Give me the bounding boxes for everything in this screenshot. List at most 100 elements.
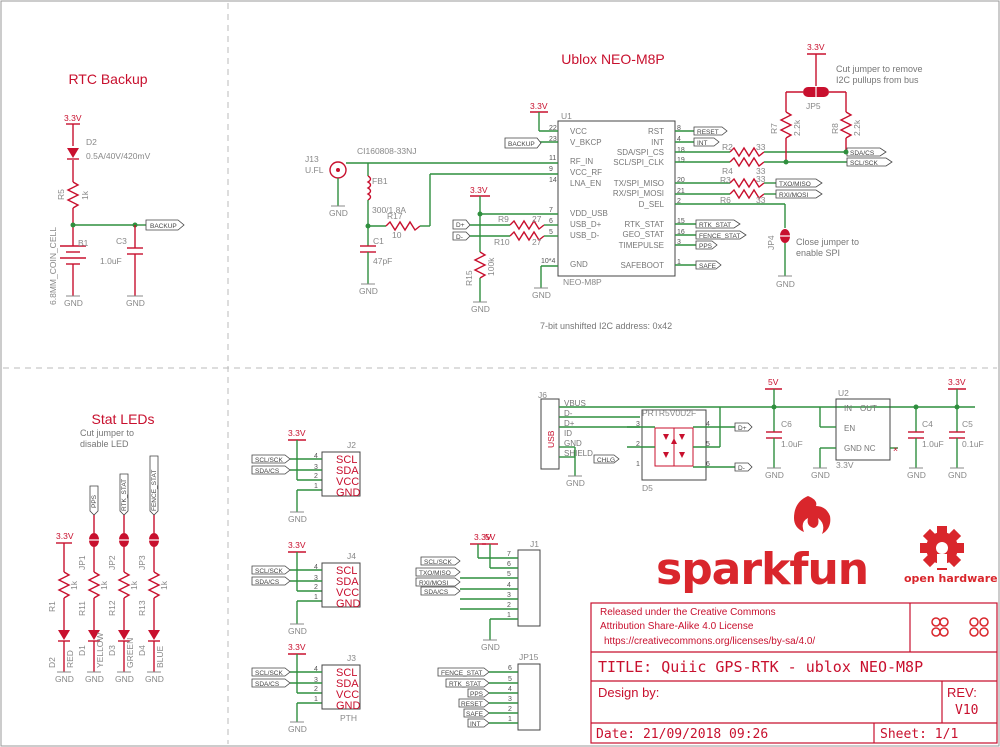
u1-pin-num: 18 — [677, 147, 685, 154]
j4-gnd: GND — [288, 626, 307, 636]
led-green-flag — [119, 473, 129, 516]
license-line-2: Attribution Share-Alike 4.0 License — [600, 621, 754, 632]
led-red-ref: D2 — [47, 657, 57, 668]
led-green-flag-label: RTK_STAT — [121, 479, 128, 511]
note-stat-cut-2: disable LED — [80, 439, 129, 449]
v5-label: 5V — [768, 377, 779, 387]
led-red-3v3: 3.3V — [56, 531, 74, 541]
j4-pin-num: 3 — [314, 575, 318, 582]
j4-pin-num: 2 — [314, 584, 318, 591]
open-hardware-gear-icon — [920, 526, 964, 570]
j3-footprint: PTH — [340, 713, 357, 723]
usb-pin-shield: SHIELD — [564, 449, 593, 458]
u1-pin-vccrf: VCC_RF — [570, 168, 602, 177]
u2-pin-in: IN — [844, 404, 852, 413]
jp15-ref: JP15 — [519, 652, 539, 662]
stat-leds-title: Stat LEDs — [91, 411, 154, 427]
led-green-ref: D3 — [107, 645, 117, 656]
ublox-title: Ublox NEO-M8P — [561, 51, 664, 67]
esd-part: PRTR5V0U2F — [642, 408, 696, 418]
r5-ref: R5 — [56, 189, 66, 200]
j1-pin-num: 3 — [507, 592, 511, 599]
r4-ref: R4 — [722, 166, 733, 176]
pps-flag-label: PPS — [699, 243, 713, 250]
backup-flag — [145, 219, 185, 231]
esd-pin-num: 1 — [636, 461, 640, 468]
u1-pin-rst: RST — [648, 127, 664, 136]
c3-gnd: GND — [126, 298, 145, 308]
j2-sda-flag — [251, 465, 291, 475]
r11-value: 1k — [99, 580, 109, 590]
j1-pin-num: 2 — [507, 602, 511, 609]
usb-pin-gnd: GND — [564, 439, 582, 448]
jp15-pps-flag — [467, 688, 490, 698]
r7-ref: R7 — [769, 123, 779, 134]
j1-pin-num: 5 — [507, 571, 511, 578]
safe-flag-label: SAFE — [699, 263, 717, 270]
ferrite-fb1-symbol — [366, 175, 372, 201]
j3-3v3: 3.3V — [288, 642, 306, 652]
resistor-r9-symbol — [509, 219, 545, 231]
u1-backup-flag — [504, 137, 542, 149]
j1-rx-flag-label: RXI/MOSI — [419, 580, 448, 587]
esd-pin-num: 3 — [636, 421, 640, 428]
r15-gnd: GND — [471, 304, 490, 314]
u1-pin-lnaen: LNA_EN — [570, 179, 601, 188]
c1-value: 47pF — [373, 256, 392, 266]
jp15-pin-num: 4 — [508, 686, 512, 693]
fb1-value: 300/1.8A — [372, 205, 406, 215]
u1-pin-vcc: VCC — [570, 127, 587, 136]
j3-pin-vcc: VCC — [336, 689, 359, 701]
rxmosi-flag — [775, 189, 823, 199]
antenna-part: CI160808-33NJ — [357, 146, 417, 156]
u1-pin-num: 20 — [677, 177, 685, 184]
u1-pin-num: 11 — [549, 155, 556, 162]
j2-scl-flag-label: SCL/SCK — [255, 457, 283, 464]
design-by-label: Design by: — [598, 685, 659, 700]
j1-tx-flag-label: TXO/MISO — [419, 570, 451, 577]
resistor-r13-symbol — [147, 571, 161, 599]
jp15-pin-num: 5 — [508, 676, 512, 683]
resistor-r5-symbol — [66, 181, 80, 209]
u1-pin-num: 3 — [677, 239, 681, 246]
pps-flag — [695, 240, 718, 250]
u2-pin-en: EN — [844, 424, 855, 433]
led-green-gnd: GND — [115, 674, 134, 684]
j3-scl-flag — [251, 667, 291, 677]
sdacs-flag-label: SDA/CS — [850, 150, 875, 157]
r15-ref: R15 — [464, 270, 474, 286]
u1-pin-dsel: D_SEL — [639, 200, 665, 209]
usb-j6-ref: J6 — [538, 390, 547, 400]
j1-rx-flag — [415, 577, 461, 587]
jp5-ref: JP5 — [806, 101, 821, 111]
jp2-ref: JP2 — [107, 555, 117, 570]
j1-body — [517, 549, 541, 627]
r4-value: 33 — [756, 166, 766, 176]
note-i2c-address: 7-bit unshifted I2C address: 0x42 — [540, 321, 672, 331]
u2-value: 3.3V — [836, 460, 854, 470]
u1-left-pins: VCC 22 V_BKCP 23 RF_IN 11 VCC_RF 9 LNA_E… — [541, 125, 608, 269]
esd-dminus-flag — [734, 462, 753, 472]
j3-sda-flag — [251, 678, 291, 688]
j1-sda-flag — [420, 586, 461, 596]
r12-value: 1k — [129, 580, 139, 590]
led-red-gnd: GND — [55, 674, 74, 684]
c6-value: 1.0uF — [781, 439, 803, 449]
j13-value: U.FL — [305, 165, 324, 175]
u1-pin-vddusb: VDD_USB — [570, 209, 608, 218]
resistor-r6-symbol — [729, 188, 765, 200]
u1-pin-num: 21 — [677, 188, 685, 195]
u1-pin-tx: TX/SPI_MISO — [614, 179, 664, 188]
j3-pin-num: 1 — [314, 696, 318, 703]
jp15-body — [517, 663, 541, 731]
esd-dplus-label: D+ — [738, 425, 747, 432]
int-flag-label: INT — [697, 140, 708, 147]
note-close-spi-1: Close jumper to — [796, 237, 859, 247]
chlg-flag — [593, 454, 620, 464]
int-flag — [693, 137, 720, 147]
d2-value: 0.5A/40V/420mV — [86, 151, 151, 161]
j3-pin-num: 2 — [314, 686, 318, 693]
usb-power-circuit: J6 USB VBUS D- D+ ID GND SHIELD GND CHLG… — [538, 377, 984, 493]
led-yellow-ref: D1 — [77, 645, 87, 656]
sclsck-flag-label: SCL/SCK — [850, 160, 878, 167]
